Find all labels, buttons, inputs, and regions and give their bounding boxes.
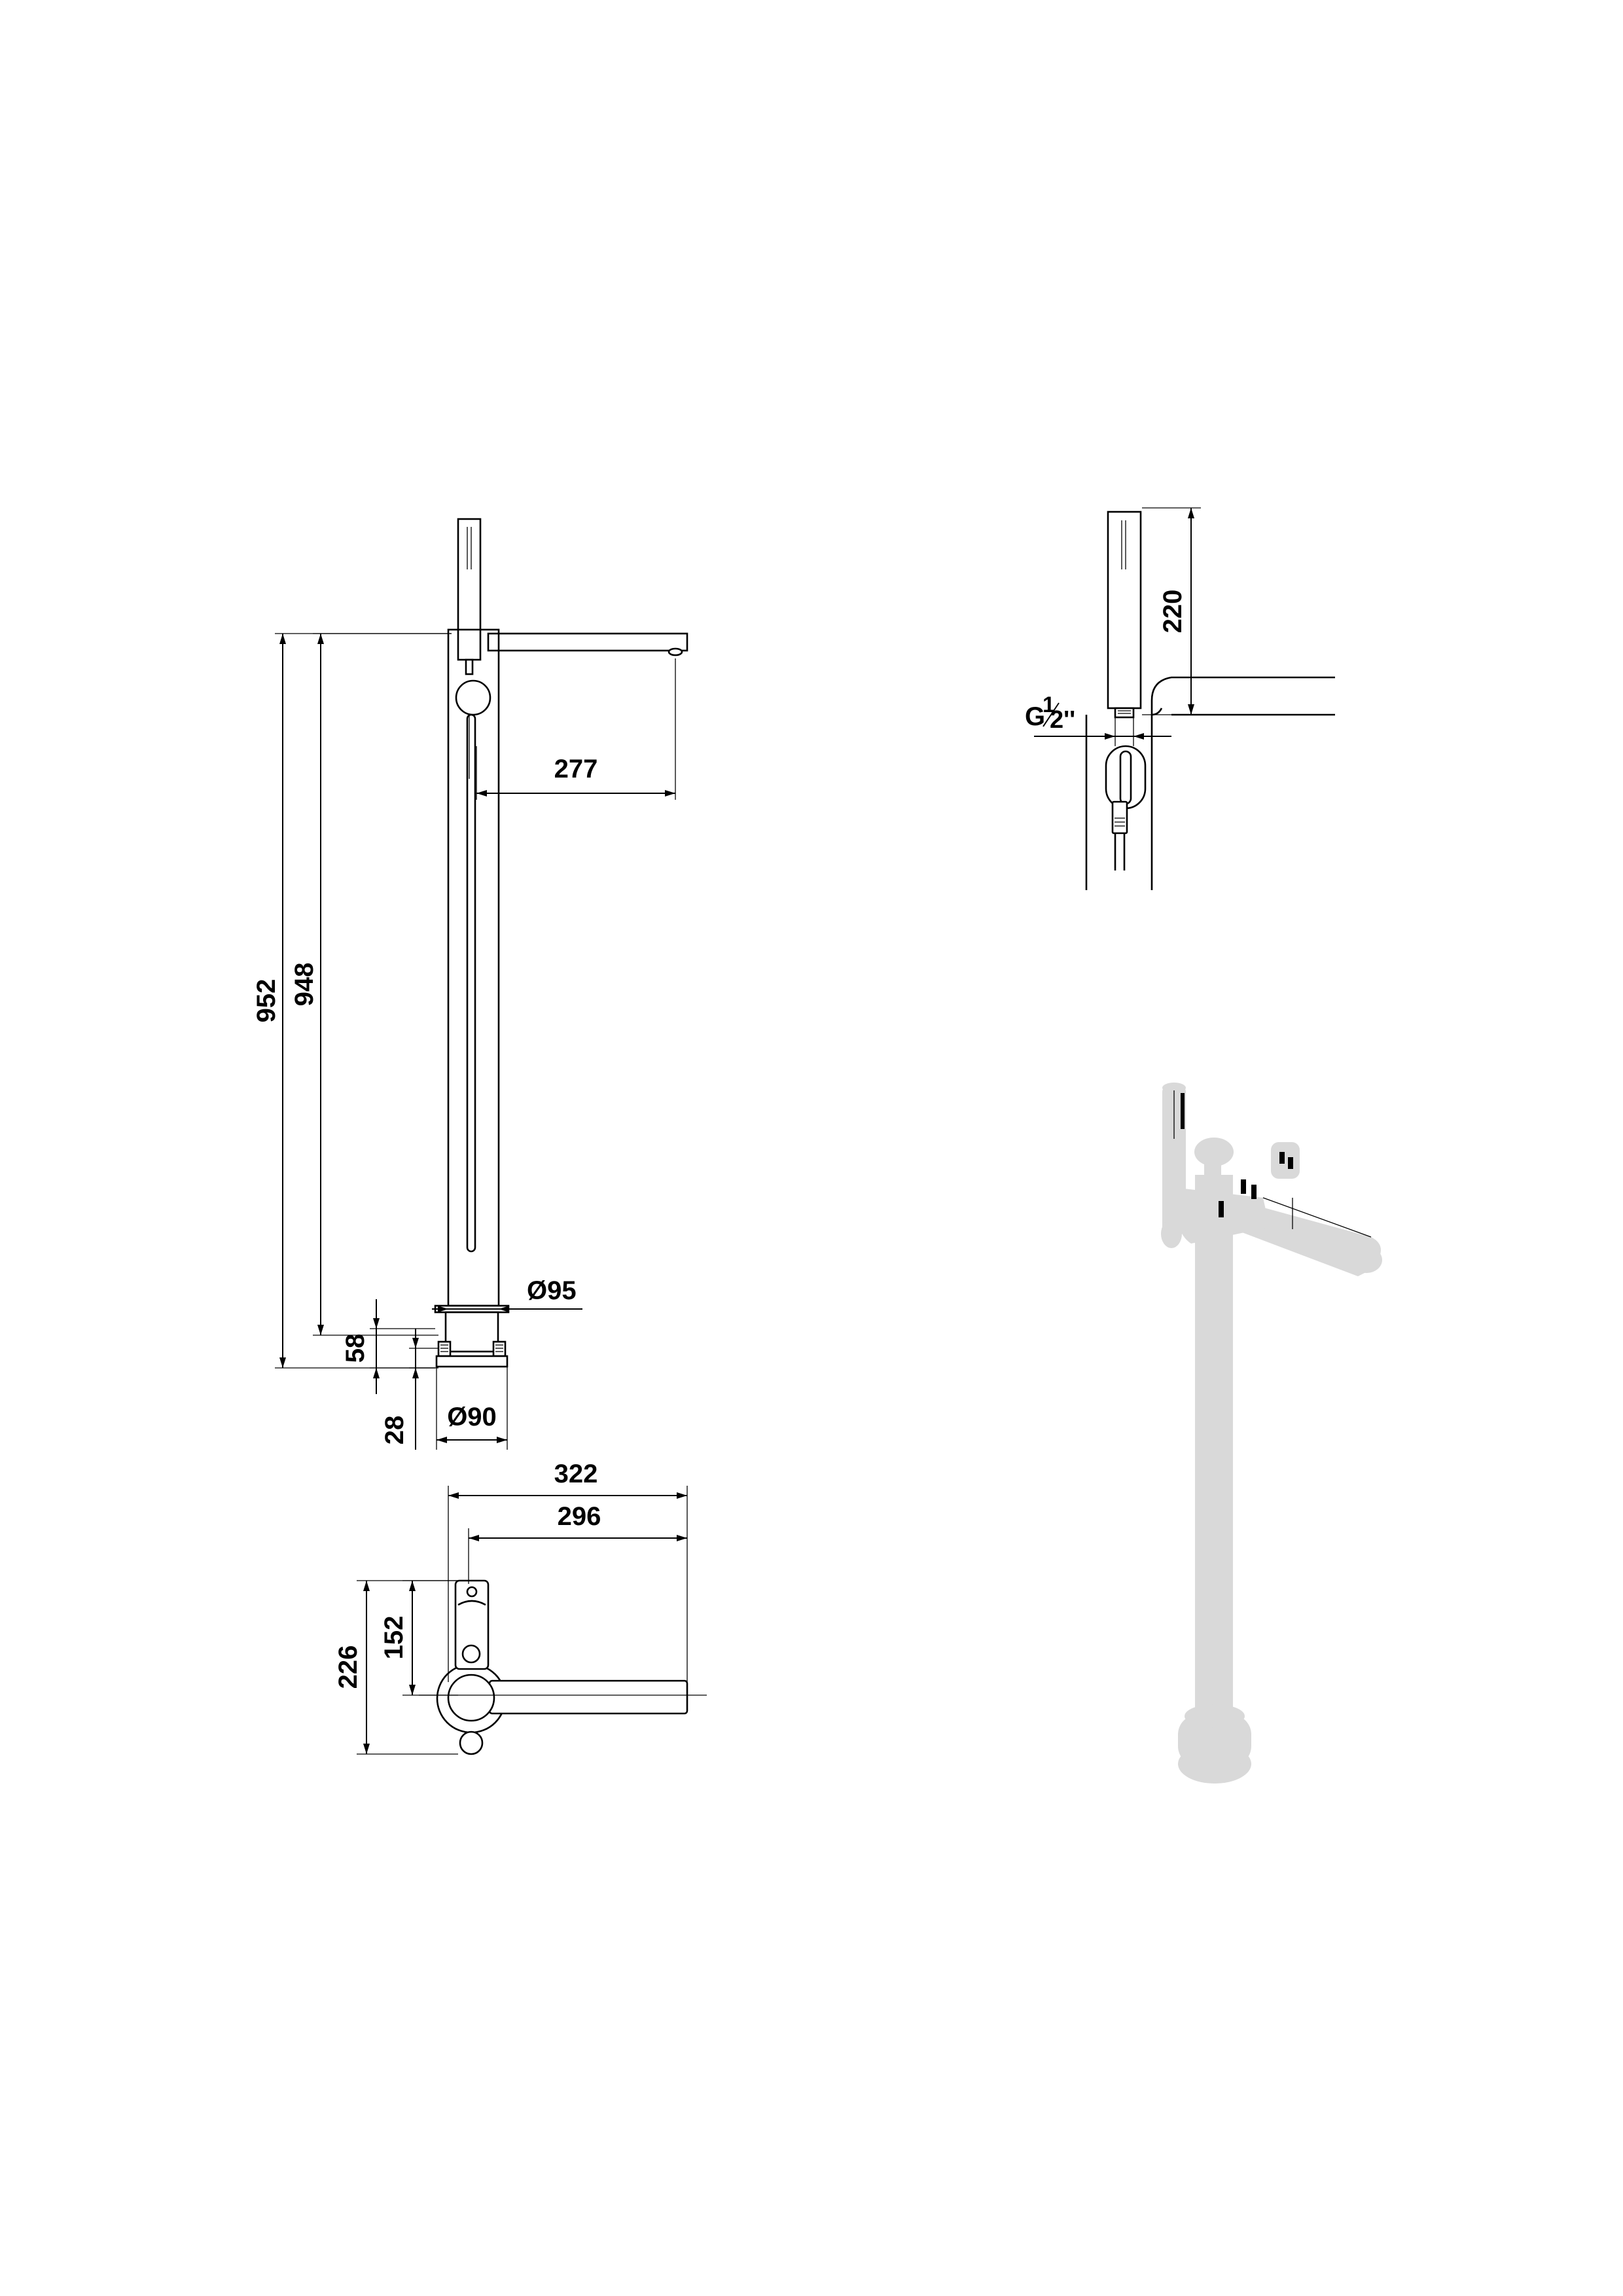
render-view <box>1161 1083 1382 1784</box>
dim-220-label: 220 <box>1158 590 1187 634</box>
dim-thread: G 1 2'' <box>1025 692 1171 746</box>
front-base <box>434 1304 510 1368</box>
dim-thread-denominator: 2'' <box>1050 706 1075 734</box>
dim-spout-height: 948 <box>290 633 452 1336</box>
dim-thread-numerator: 1 <box>1043 692 1055 717</box>
detail-column <box>1085 676 1335 890</box>
top-handle <box>461 1644 481 1664</box>
dim-thread-prefix: G <box>1025 702 1045 731</box>
dim-column-diameter: Ø95 <box>432 1276 582 1312</box>
front-spout <box>487 632 688 656</box>
dim-322-label: 322 <box>554 1460 598 1488</box>
dim-base-diameter: Ø90 <box>436 1367 508 1450</box>
top-view: 322 296 226 152 <box>334 1460 707 1755</box>
render-lever <box>1161 1219 1182 1248</box>
detail-hose <box>1111 800 1128 870</box>
top-spout <box>488 1679 688 1715</box>
render-details <box>1173 1090 1372 1238</box>
dim-overall-height: 952 <box>252 633 452 1369</box>
render-handshower <box>1162 1086 1186 1234</box>
front-column <box>447 628 500 1307</box>
dim-overall-length: 322 <box>448 1460 688 1682</box>
render-base <box>1178 1715 1251 1766</box>
render-spout <box>1237 1203 1381 1276</box>
dim-o90-label: Ø90 <box>447 1403 497 1431</box>
dim-952-label: 952 <box>252 979 281 1023</box>
front-handshower <box>457 518 482 675</box>
render-base-upper <box>1185 1704 1245 1728</box>
dim-floor-plate: 28 <box>380 1329 438 1450</box>
render-handle-stem <box>1204 1152 1221 1191</box>
dim-277-label: 277 <box>554 755 598 783</box>
dim-226-label: 226 <box>334 1645 363 1689</box>
dim-overall-depth: 226 <box>334 1580 458 1755</box>
render-spout-tip <box>1351 1247 1382 1273</box>
render-column <box>1195 1175 1233 1718</box>
dim-296-label: 296 <box>558 1502 601 1531</box>
dim-o95-label: Ø95 <box>527 1276 577 1305</box>
dim-handle-depth: 152 <box>380 1580 458 1696</box>
dim-handshower-length: 220 <box>1142 507 1201 715</box>
render-thermo-knob <box>1271 1142 1300 1179</box>
top-rear-knob <box>459 1731 484 1755</box>
dim-58-label: 58 <box>341 1334 370 1363</box>
dim-28-label: 28 <box>380 1416 409 1445</box>
dim-152-label: 152 <box>380 1616 408 1660</box>
detail-handle-slot <box>1105 745 1147 810</box>
dim-base-height: 58 <box>341 1299 435 1394</box>
dim-spout-reach: 277 <box>476 658 676 800</box>
render-handshower-top <box>1162 1083 1186 1093</box>
dim-spout-length: 296 <box>468 1502 687 1584</box>
dim-948-label: 948 <box>290 963 319 1007</box>
detail-handshower <box>1107 511 1142 719</box>
front-view: 277 952 948 Ø95 <box>252 518 688 1450</box>
top-handshower-hole <box>466 1586 478 1598</box>
detail-view: 220 G 1 2'' <box>1025 507 1335 890</box>
top-column <box>447 1674 495 1722</box>
dim-thread-fraction-slash <box>1043 702 1060 727</box>
front-handle <box>455 679 491 716</box>
